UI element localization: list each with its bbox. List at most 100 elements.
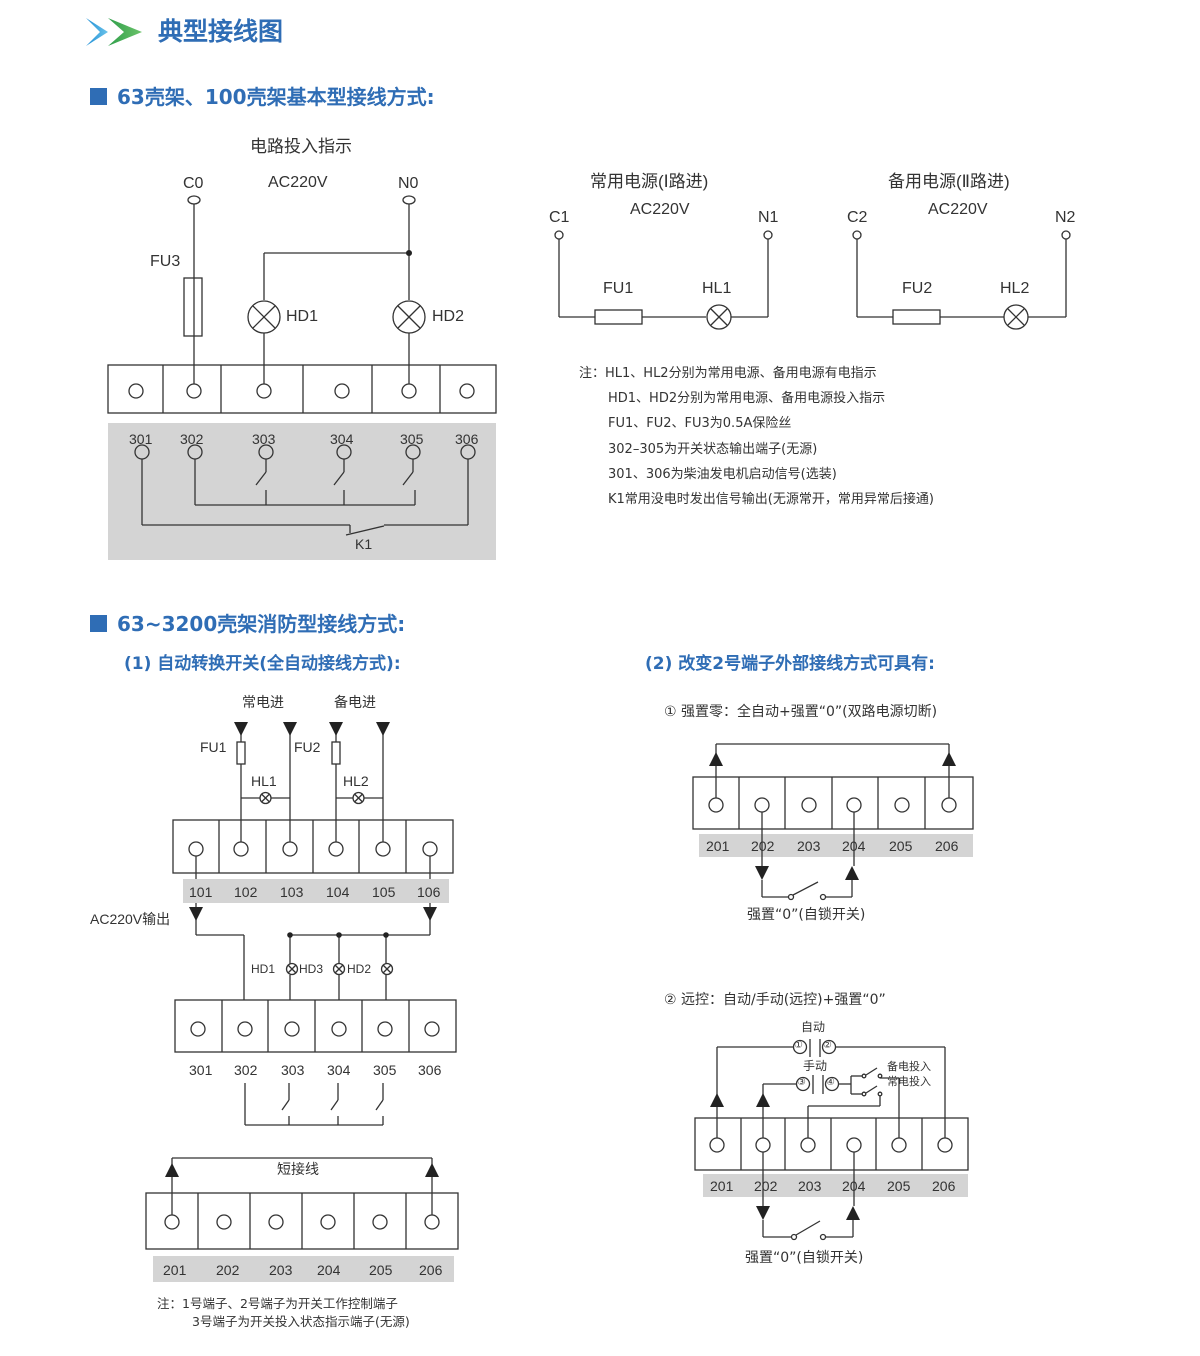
backup-on-label: 备电投入 (887, 1060, 931, 1073)
terminal-105: 105 (372, 884, 396, 900)
part2-heading: (2) 改变2号端子外部接线方式可具有: (645, 654, 935, 674)
terminal-201-a: 201 (163, 1262, 187, 1278)
part1-note-2: 3号端子为开关投入状态指示端子(无源) (192, 1314, 410, 1329)
terminal-303: 303 (252, 431, 276, 447)
terminal-304-fire: 304 (327, 1062, 351, 1078)
option2-switch-label: 强置“0”(自锁开关) (745, 1250, 864, 1266)
short-link-label: 短接线 (277, 1161, 319, 1177)
hd2-fire-label: HD2 (347, 962, 372, 976)
section-bullet-icon (90, 88, 107, 105)
terminal-204-c: 204 (842, 1178, 866, 1194)
c1-label: C1 (549, 209, 570, 226)
terminal-203-a: 203 (269, 1262, 293, 1278)
contact-4: ④ (826, 1077, 835, 1088)
contact-1: ① (794, 1040, 803, 1051)
hl1-fire-label: HL1 (251, 773, 277, 789)
terminal-201-b: 201 (706, 838, 730, 854)
hd1-fire-label: HD1 (251, 962, 276, 976)
ac-output-label: AC220V输出 (90, 911, 171, 927)
hd1-label: HD1 (286, 308, 319, 325)
terminal-302-fire: 302 (234, 1062, 258, 1078)
note-line-4: 302–305为开关状态输出端子(无源) (608, 442, 818, 457)
terminal-205-c: 205 (887, 1178, 911, 1194)
supply2-voltage: AC220V (928, 201, 988, 218)
terminal-306-fire: 306 (418, 1062, 442, 1078)
terminal-103: 103 (280, 884, 304, 900)
terminal-301: 301 (129, 431, 153, 447)
fu3-label: FU3 (150, 253, 181, 270)
fu2-label: FU2 (902, 280, 933, 297)
supply-input-arrows (234, 722, 390, 736)
fu1-label: FU1 (603, 280, 634, 297)
hd3-fire-label: HD3 (299, 962, 324, 976)
short-link-diagram (145, 1157, 459, 1250)
supply1-voltage: AC220V (630, 201, 690, 218)
title-chevron-icon (86, 18, 142, 46)
main-on-label: 常电投入 (887, 1075, 931, 1088)
k1-label: K1 (355, 536, 373, 552)
terminal-301-fire: 301 (189, 1062, 213, 1078)
terminal-101: 101 (189, 884, 213, 900)
basic-diagram (107, 195, 497, 414)
terminal-203-b: 203 (797, 838, 821, 854)
fu2-fire-label: FU2 (294, 739, 321, 755)
terminal-206-b: 206 (935, 838, 959, 854)
remote-force-zero-switch (762, 1152, 855, 1241)
contact-3: ③ (797, 1077, 806, 1088)
section-bullet-icon (90, 615, 107, 632)
terminal-302: 302 (180, 431, 204, 447)
option2-title: ② 远控：自动/手动(远控)+强置“0” (664, 992, 886, 1008)
terminal-201-c: 201 (710, 1178, 734, 1194)
terminal-102: 102 (234, 884, 258, 900)
section1-heading-text: 63壳架、100壳架基本型接线方式: (117, 85, 435, 109)
backup-in-label: 备电进 (334, 694, 376, 710)
manual-label: 手动 (803, 1059, 828, 1073)
hl1-label: HL1 (702, 280, 732, 297)
page-title: 典型接线图 (158, 17, 284, 46)
part1-note-1: 注：1号端子、2号端子为开关工作控制端子 (157, 1296, 398, 1311)
main-in-label: 常电进 (242, 694, 284, 710)
terminal-205-b: 205 (889, 838, 913, 854)
hd2-label: HD2 (432, 308, 465, 325)
section1-heading: 63壳架、100壳架基本型接线方式: (90, 87, 435, 107)
terminal-206-c: 206 (932, 1178, 956, 1194)
force-zero-switch (761, 812, 855, 901)
section2-heading-text: 63~3200壳架消防型接线方式: (117, 612, 406, 636)
supply1-title: 常用电源(Ⅰ路进) (590, 172, 709, 191)
n1-label: N1 (758, 209, 779, 226)
terminal-303-fire: 303 (281, 1062, 305, 1078)
section2-heading: 63~3200壳架消防型接线方式: (90, 614, 405, 634)
c0-label: C0 (183, 175, 204, 192)
terminal-104: 104 (326, 884, 350, 900)
note-line-6: K1常用没电时发出信号输出(无源常开，常用异常后接通) (608, 492, 934, 507)
terminal-202-c: 202 (754, 1178, 778, 1194)
circuit-title: 电路投入指示 (250, 137, 352, 156)
supply2-circuit (852, 230, 1071, 330)
terminal-202-b: 202 (751, 838, 775, 854)
force-zero-diagram (692, 743, 974, 830)
terminal-306: 306 (455, 431, 479, 447)
terminal-204-b: 204 (842, 838, 866, 854)
terminal-305-fire: 305 (373, 1062, 397, 1078)
voltage-label: AC220V (268, 174, 328, 191)
terminal-204-a: 204 (317, 1262, 341, 1278)
note-line-3: FU1、FU2、FU3为0.5A保险丝 (608, 416, 792, 431)
terminal-206-a: 206 (419, 1262, 443, 1278)
supply1-circuit (554, 230, 773, 330)
option1-switch-label: 强置“0”(自锁开关) (747, 907, 866, 923)
hl2-label: HL2 (1000, 280, 1030, 297)
terminal-205-a: 205 (369, 1262, 393, 1278)
terminal-203-c: 203 (798, 1178, 822, 1194)
option1-title: ① 强置零：全自动+强置“0”(双路电源切断) (664, 704, 938, 720)
fu1-fire-label: FU1 (200, 739, 227, 755)
auto-label: 自动 (801, 1020, 826, 1034)
fire-auto-diagram (172, 730, 454, 874)
n2-label: N2 (1055, 209, 1076, 226)
hl2-fire-label: HL2 (343, 773, 369, 789)
output-lamp-circuit (174, 856, 457, 1126)
terminal-106: 106 (417, 884, 441, 900)
note-line-5: 301、306为柴油发电机启动信号(选装) (608, 467, 837, 482)
k1-relay-circuit (134, 444, 476, 536)
terminal-202-a: 202 (216, 1262, 240, 1278)
